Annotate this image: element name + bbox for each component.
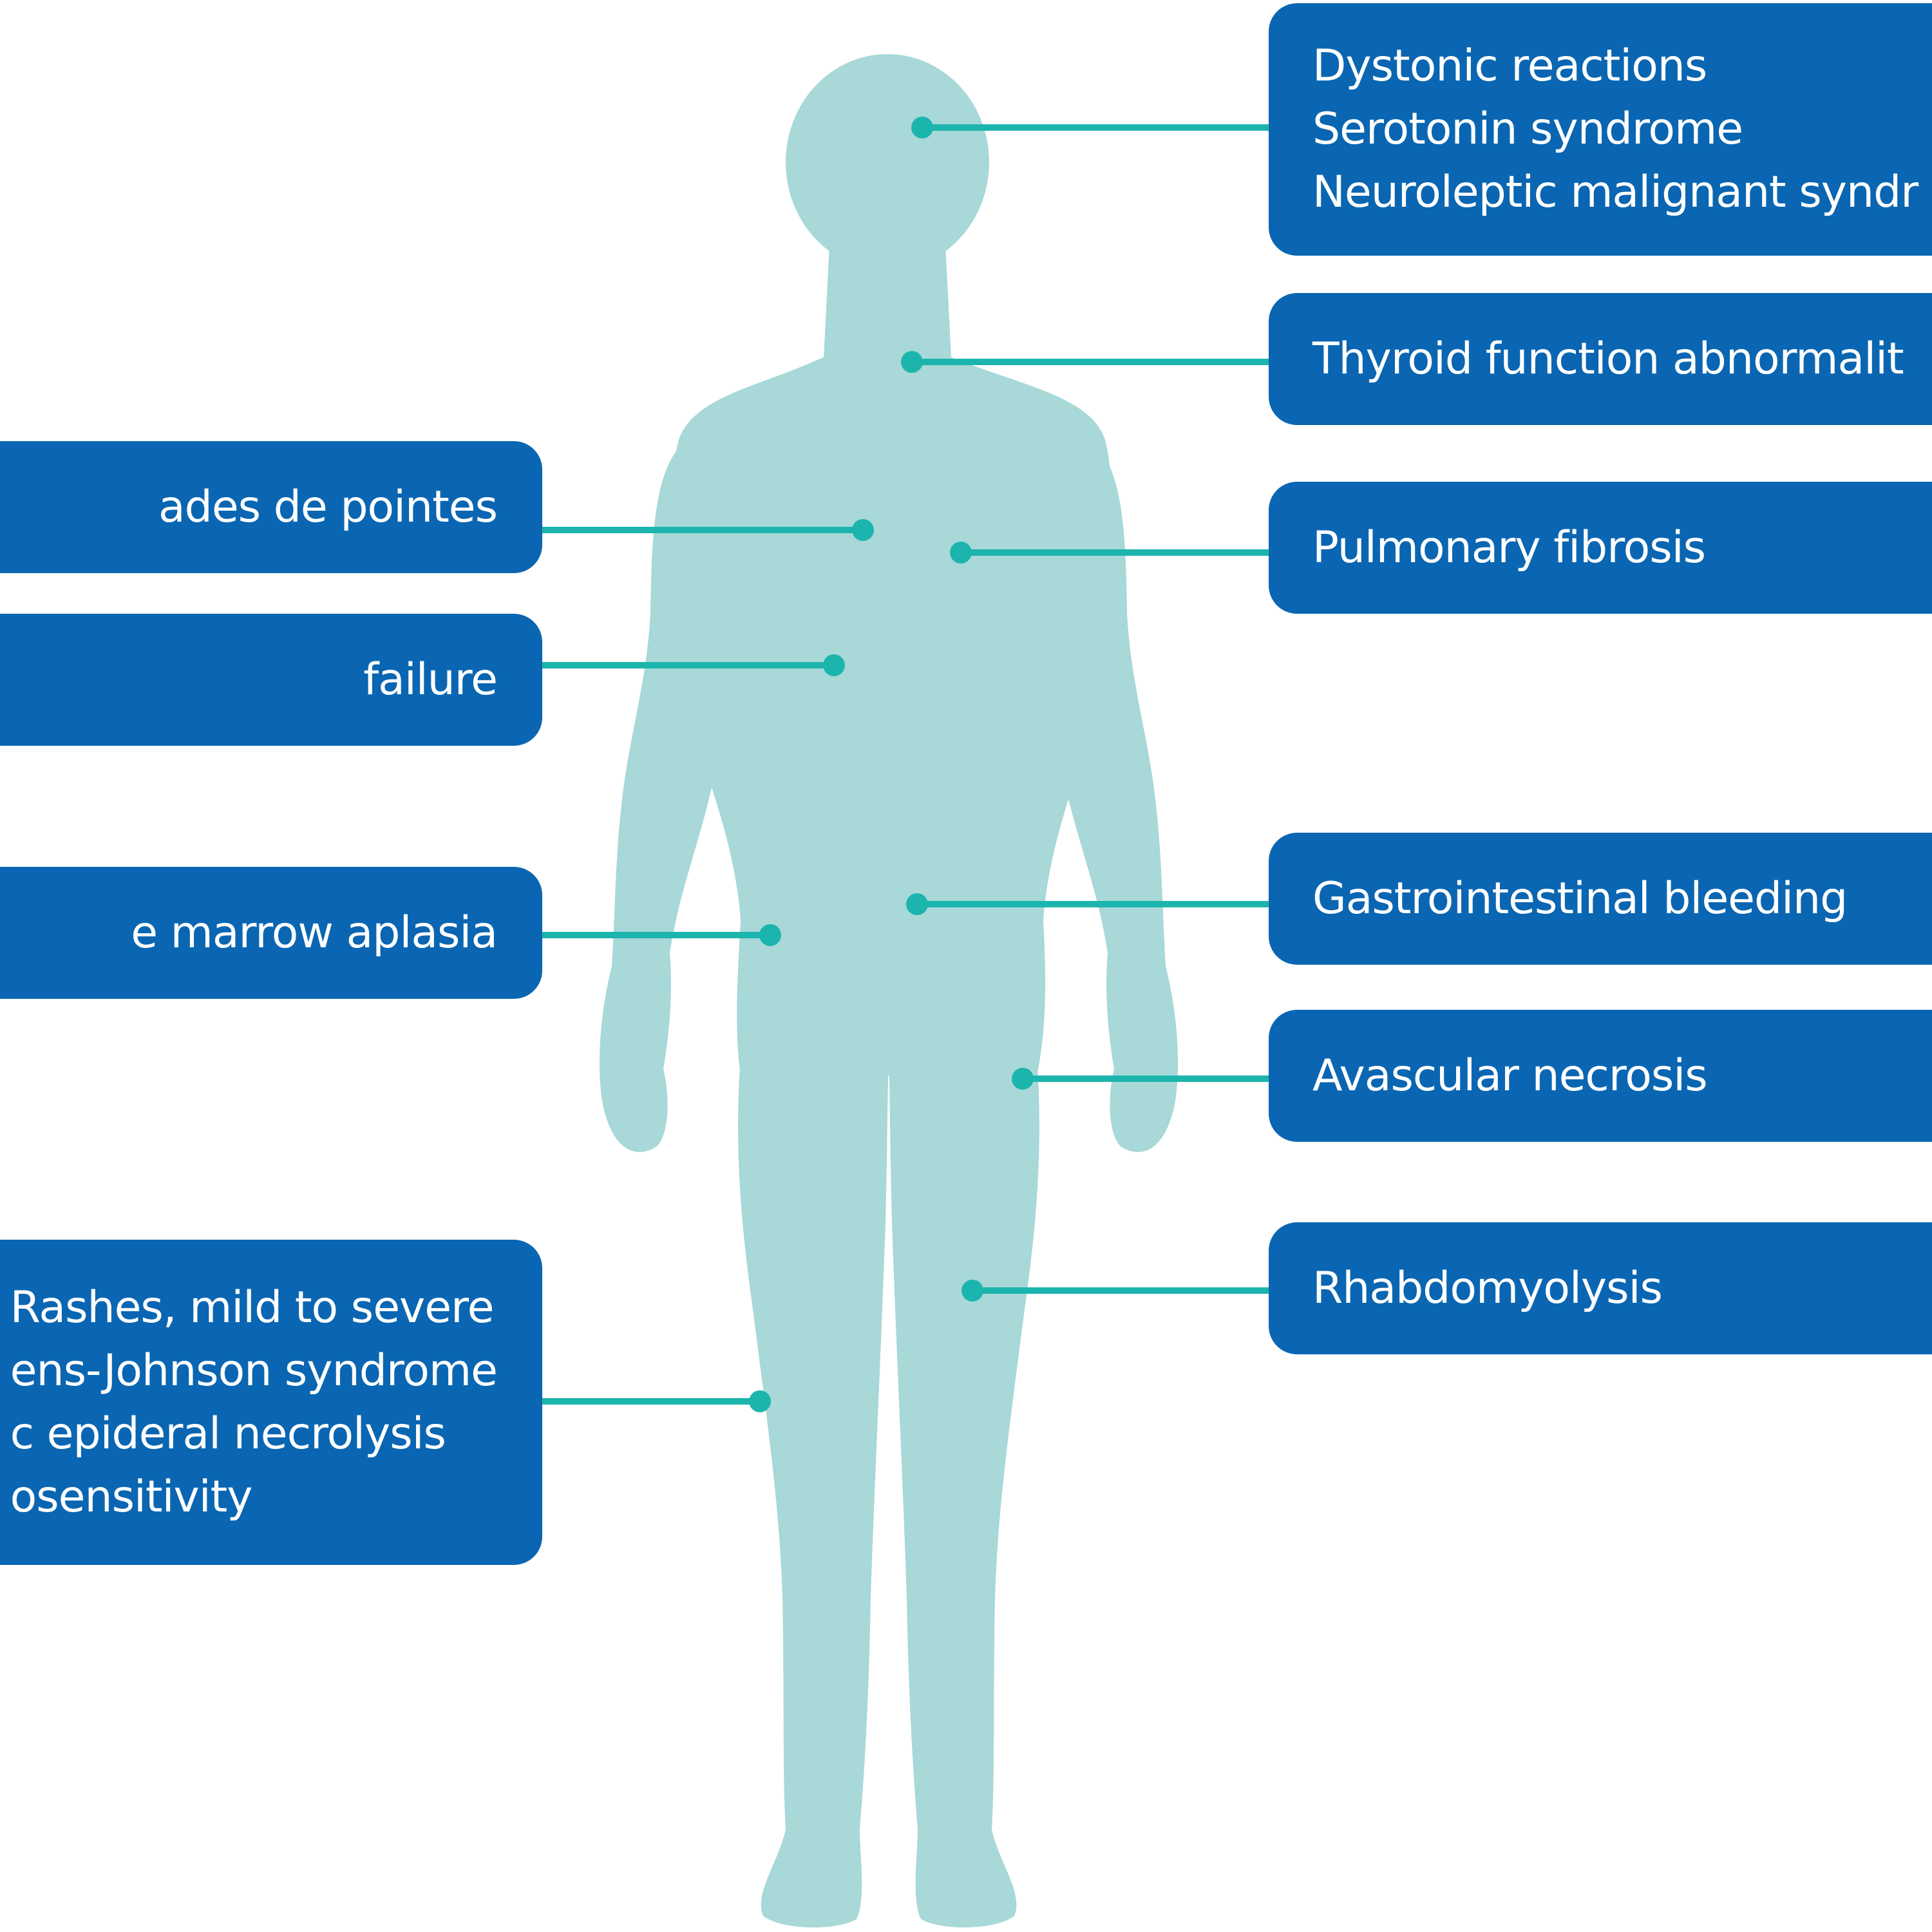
label-box-torsades: ades de pointes [0,441,542,573]
label-text-failure: failure [350,654,498,705]
connector-dot-rashes [749,1390,771,1412]
label-text-pulmonary: Pulmonary fibrosis [1312,522,1706,573]
connector-dot-pulmonary [950,542,972,564]
body-leg-left [738,1056,889,1927]
label-text-rashes: Rashes, mild to severe ens-Johnson syndr… [10,1282,498,1522]
label-text-gi: Gastrointestinal bleeding [1312,873,1848,924]
connectors [541,117,1272,1412]
body-neck [823,245,952,370]
label-text-avascular: Avascular necrosis [1312,1050,1708,1101]
label-text-marrow: e marrow aplasia [131,907,498,958]
connector-dot-thyroid [901,351,923,373]
body-silhouette [599,54,1179,1927]
label-box-avascular: Avascular necrosis [1269,1010,1932,1142]
body-torso [671,357,1112,1075]
label-text-thyroid: Thyroid function abnormalit [1312,333,1904,384]
body-head [786,54,989,270]
label-box-rashes: Rashes, mild to severe ens-Johnson syndr… [0,1240,542,1565]
label-box-failure: failure [0,614,542,746]
connector-dot-dystonic [911,117,933,138]
label-box-gi: Gastrointestinal bleeding [1269,833,1932,965]
connector-dot-gi [906,893,928,915]
label-box-pulmonary: Pulmonary fibrosis [1269,482,1932,614]
connector-dot-torsades [852,519,874,541]
body-arm-right [1040,438,1179,1152]
label-box-marrow: e marrow aplasia [0,867,542,999]
label-box-rhabdo: Rhabdomyolysis [1269,1222,1932,1354]
label-text-dystonic: Dystonic reactions Serotonin syndrome Ne… [1312,41,1918,218]
connector-dot-marrow [759,924,781,946]
body-arm-left [599,438,737,1152]
connector-dot-avascular [1012,1068,1034,1090]
body-leg-right [889,1056,1039,1927]
label-text-torsades: ades de pointes [158,481,498,533]
label-box-thyroid: Thyroid function abnormalit [1269,293,1932,425]
label-text-rhabdo: Rhabdomyolysis [1312,1262,1663,1314]
label-box-dystonic: Dystonic reactions Serotonin syndrome Ne… [1269,3,1932,256]
connector-dot-rhabdo [961,1280,983,1302]
connector-dot-failure [823,654,845,676]
